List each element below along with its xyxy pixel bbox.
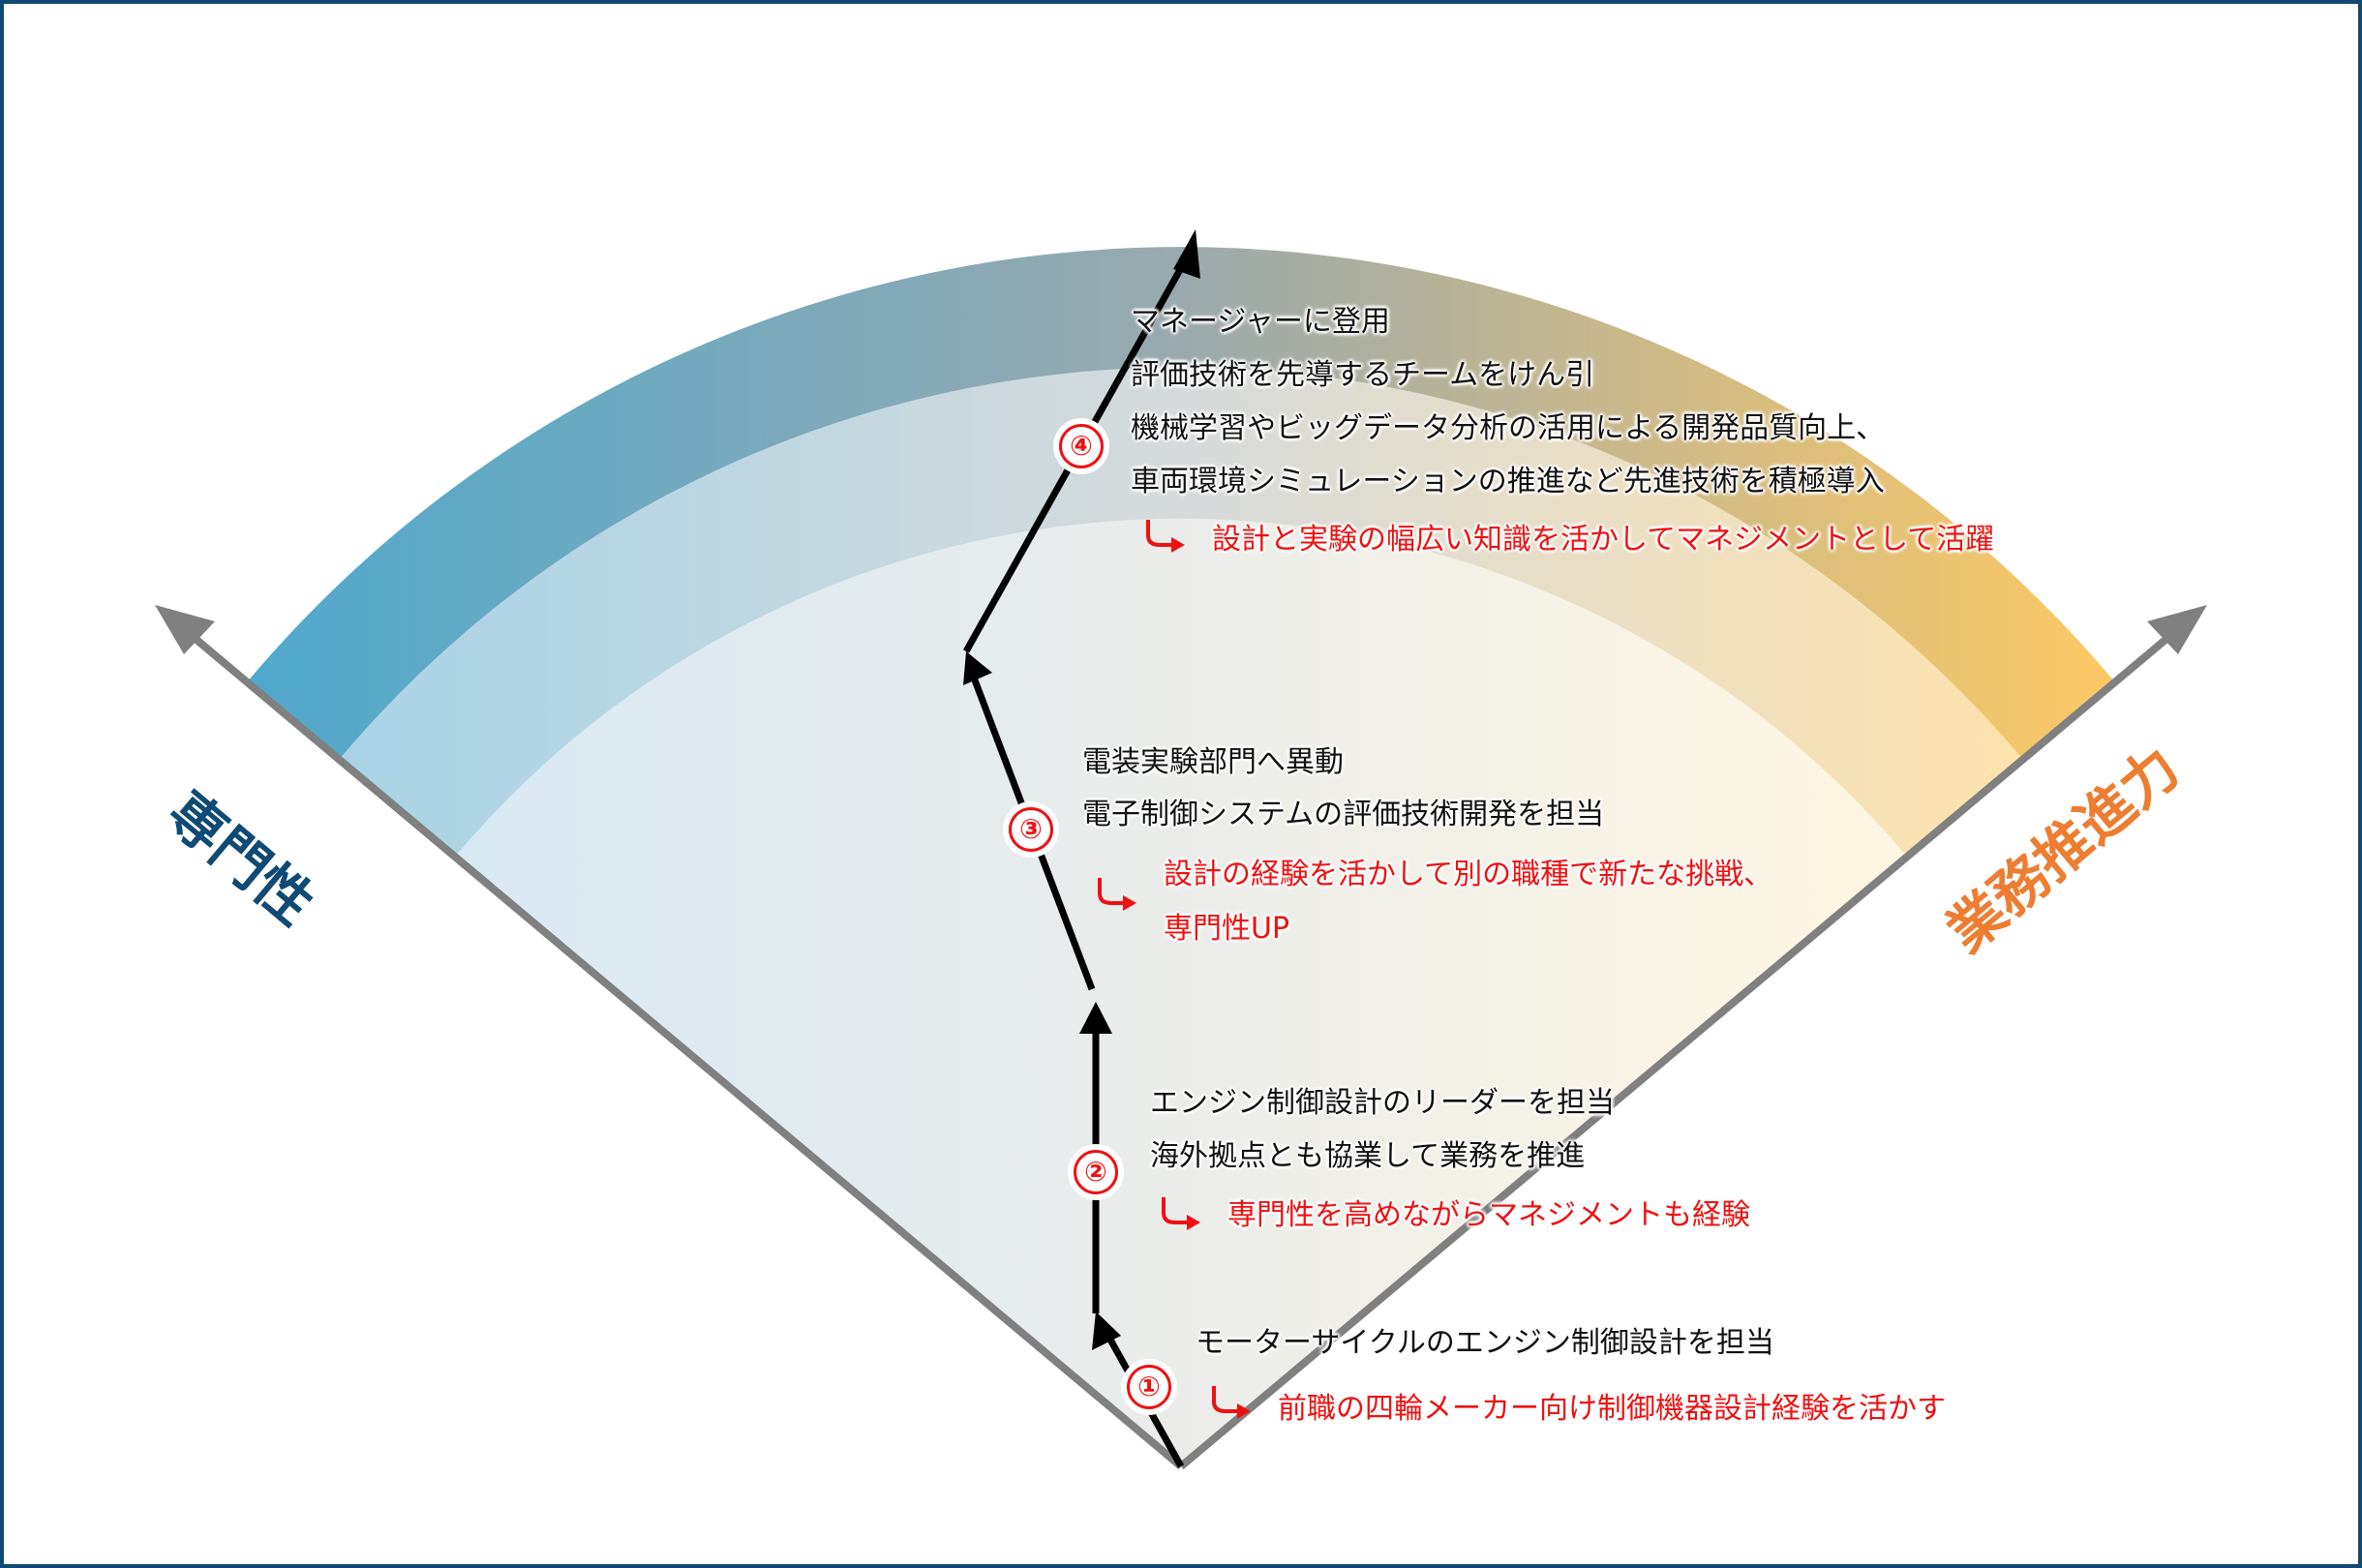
- path-arrowhead-4-icon: [1173, 229, 1200, 279]
- outcome-arrow-3-icon: [1098, 878, 1136, 911]
- step-4-line-2: 評価技術を先導するチームをけん引: [1131, 358, 1595, 392]
- axis-arrowhead-left-icon: [155, 605, 215, 654]
- step-3-line-2: 電子制御システムの評価技術開発を担当: [1082, 798, 1605, 831]
- step-2-outcome-1: 専門性を高めながらマネジメントも経験: [1227, 1198, 1750, 1232]
- step-badge-1: ①: [1127, 1365, 1171, 1409]
- path-arrowhead-3-icon: [963, 651, 992, 685]
- step-badge-3: ③: [1009, 807, 1053, 852]
- step-4-line-4: 車両環境シミュレーションの推進など先進技術を積極導入: [1131, 465, 1885, 498]
- axis-specialty: [155, 605, 1184, 1470]
- step-3-outcome-2: 専門性UP: [1164, 912, 1290, 946]
- outcome-arrow-2-icon: [1162, 1197, 1200, 1230]
- step-badge-2: ②: [1074, 1150, 1118, 1194]
- step-3-outcome-1: 設計の経験を活かして別の職種で新たな挑戦、: [1164, 858, 1773, 891]
- path-arrowhead-2-icon: [1079, 1002, 1112, 1034]
- step-badge-4: ④: [1059, 424, 1104, 468]
- axis-business-drive: [1178, 605, 2207, 1470]
- fan-band-inner: [455, 518, 1907, 1466]
- step-1-outcome-1: 前職の四輪メーカー向け制御機器設計経験を活かす: [1278, 1392, 1946, 1426]
- step-2-line-2: 海外拠点とも協業して業務を推進: [1150, 1139, 1586, 1173]
- step-1-line-1: モーターサイクルのエンジン制御設計を担当: [1196, 1326, 1774, 1360]
- step-4-line-1: マネージャーに登用: [1131, 305, 1390, 339]
- step-2-line-1: エンジン制御設計のリーダーを担当: [1150, 1086, 1615, 1120]
- step-4-line-3: 機械学習やビッグデータ分析の活用による開発品質向上、: [1131, 411, 1886, 445]
- outcome-arrow-1-icon: [1212, 1386, 1251, 1419]
- axis-arrowhead-right-icon: [2147, 605, 2207, 654]
- step-4-outcome-1: 設計と実験の幅広い知識を活かしてマネジメントとして活躍: [1212, 523, 1995, 557]
- step-3-line-1: 電装実験部門へ異動: [1082, 745, 1344, 779]
- outcome-arrow-4-icon: [1146, 520, 1185, 553]
- path-arrowhead-1-icon: [1092, 1312, 1121, 1350]
